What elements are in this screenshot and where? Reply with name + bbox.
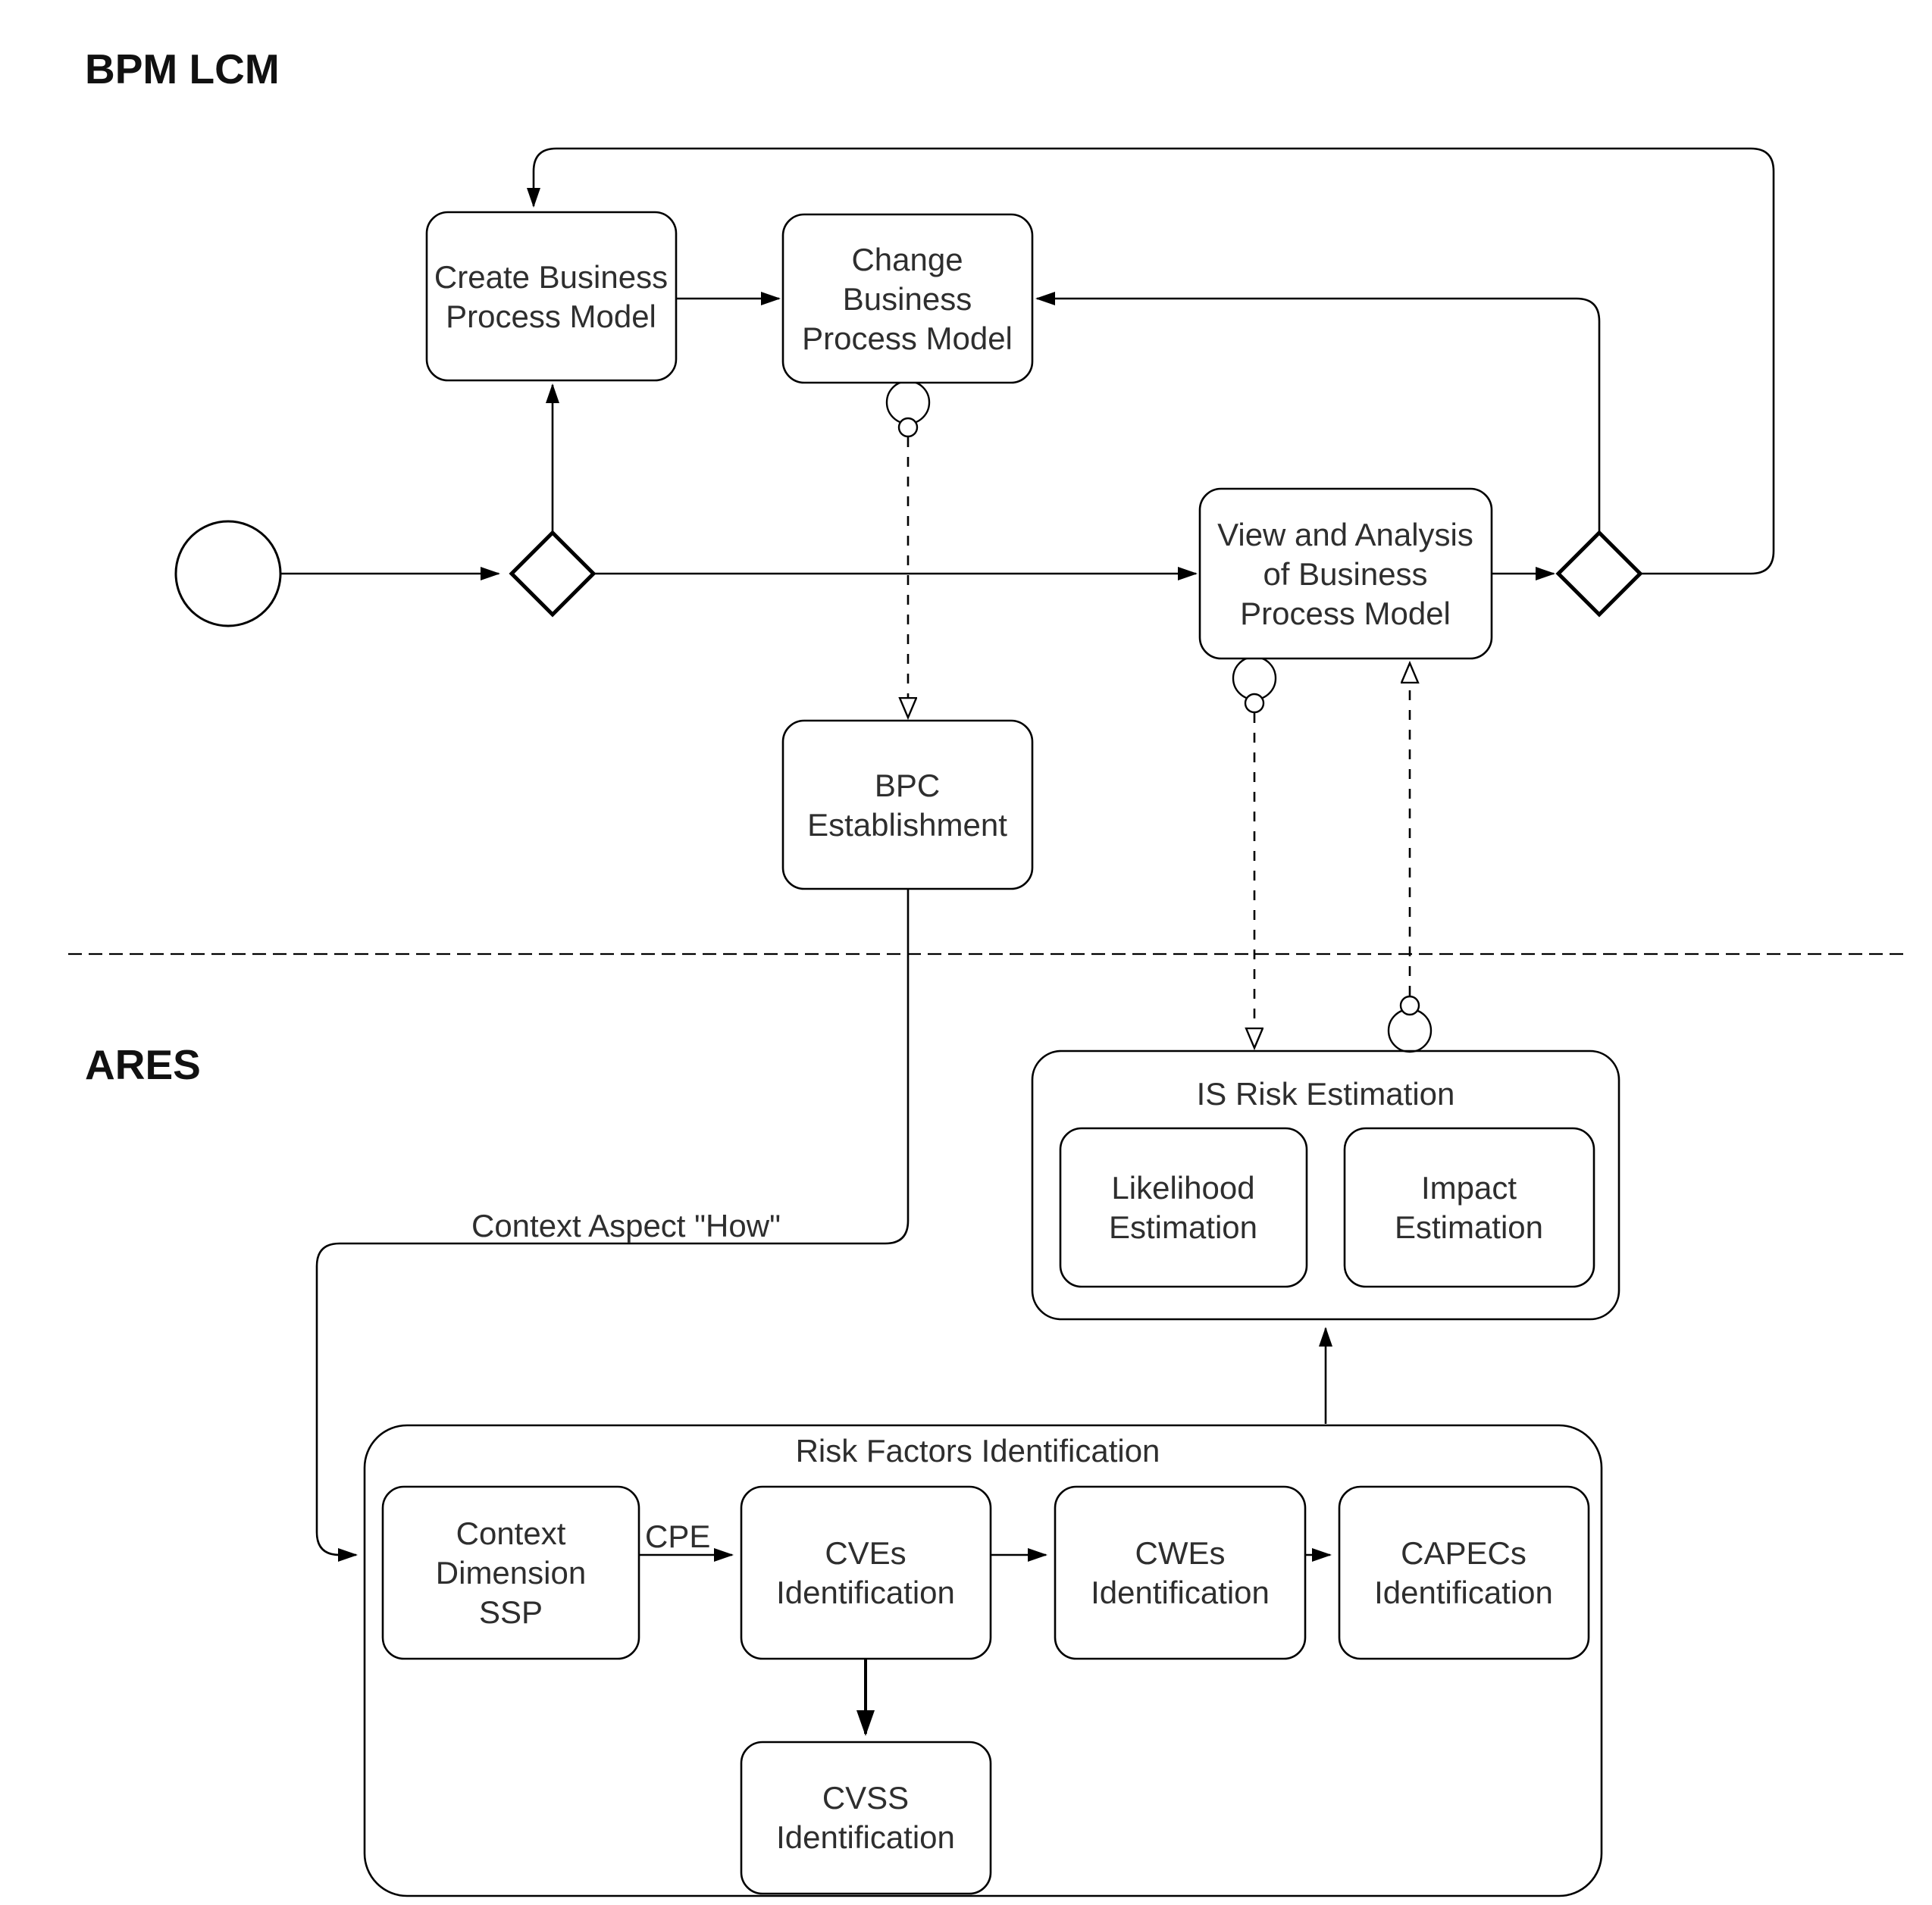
edge-gateway2-loop-to-create [527,147,1775,575]
node-label: Identification [776,1575,955,1610]
node-label: Process Model [446,299,656,334]
node-label: of Business [1263,556,1427,592]
node-label: CAPECs [1401,1535,1526,1571]
node-create-business-process-model: Create Business Process Model [425,211,678,382]
node-cwes-identification: CWEs Identification [1054,1485,1307,1660]
node-label: Estimation [1395,1209,1543,1245]
node-context-dimension-ssp: Context Dimension SSP [381,1485,640,1660]
edge-bpc-to-risk-factors [315,889,910,1562]
node-label: Establishment [807,807,1007,843]
node-view-analysis-business-process-model: View and Analysis of Business Process Mo… [1198,487,1493,660]
node-label: Dimension [436,1555,586,1591]
anchor-dot-icon [897,417,919,438]
node-label: Create Business [434,259,668,295]
anchor-dot-icon [1399,995,1420,1016]
node-label: Identification [1374,1575,1553,1610]
gateway-diamond-right [1555,530,1643,618]
container-risk-factors-identification: Risk Factors Identification [363,1424,1603,1897]
node-label: CWEs [1135,1535,1226,1571]
container-title: Risk Factors Identification [796,1433,1160,1469]
node-bpc-establishment: BPC Establishment [781,719,1034,890]
node-label: Process Model [1240,596,1451,631]
gateway-diamond-left [509,530,597,618]
edge-gateway2-to-change [1035,292,1601,531]
edge-label-context-aspect-how: Context Aspect "How" [471,1208,781,1243]
node-label: Identification [1091,1575,1270,1610]
node-label: Context [456,1516,566,1551]
lane-title-ares: ARES [85,1041,201,1088]
node-label: Estimation [1109,1209,1257,1245]
node-label: Identification [776,1819,955,1855]
node-likelihood-estimation: Likelihood Estimation [1059,1127,1308,1288]
edge-label-cpe: CPE [645,1519,710,1554]
node-label: Business [843,281,972,317]
lane-title-bpm-lcm: BPM LCM [85,45,280,92]
node-change-business-process-model: Change Business Process Model [781,213,1034,384]
container-is-risk-estimation: IS Risk Estimation [1031,1049,1620,1321]
node-impact-estimation: Impact Estimation [1343,1127,1595,1288]
container-title: IS Risk Estimation [1197,1076,1455,1112]
node-label: Process Model [802,321,1013,356]
node-label: View and Analysis [1217,517,1473,552]
node-capecs-identification: CAPECs Identification [1338,1485,1590,1660]
anchor-dot-icon [1244,693,1265,714]
node-label: Change [851,242,963,277]
node-label: Impact [1421,1170,1517,1206]
node-cvss-identification: CVSS Identification [740,1741,992,1895]
node-cves-identification: CVEs Identification [740,1485,992,1660]
start-event-circle [174,520,282,627]
node-label: SSP [479,1594,543,1630]
node-label: BPC [875,768,940,803]
node-label: CVEs [825,1535,906,1571]
anchor-is-risk-top [1387,995,1433,1053]
node-label: Likelihood [1111,1170,1254,1206]
node-label: CVSS [822,1780,909,1816]
